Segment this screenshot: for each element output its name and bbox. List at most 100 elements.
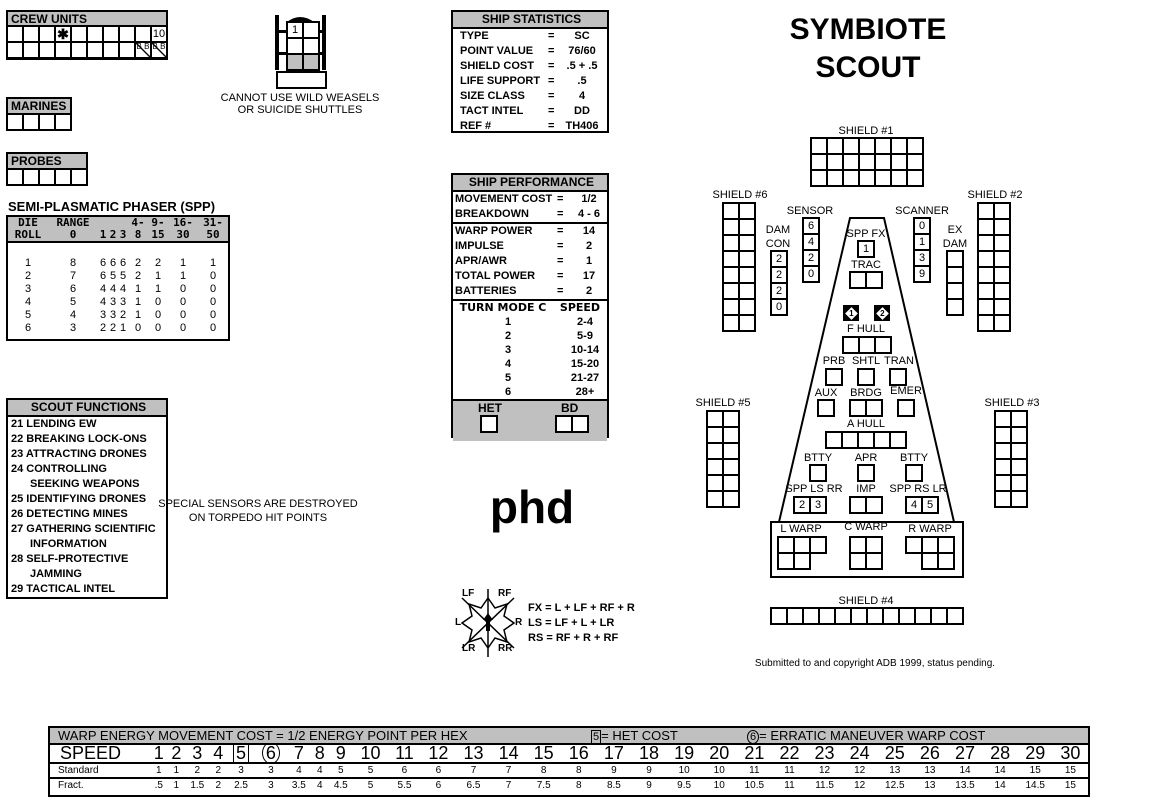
dam-con-box[interactable]: 0 [770,298,788,316]
dam-con-label: CON [765,238,791,250]
bridge-box[interactable] [865,399,883,417]
battery-box[interactable] [905,464,923,482]
probe-launcher-box[interactable] [825,368,843,386]
c-warp-box[interactable] [865,552,883,570]
scanner-box[interactable]: 9 [913,265,931,283]
spp-cell: 6 [109,256,117,269]
movement-cell-standard: 14 [947,762,983,778]
stat-row-label: LIFE SUPPORT [460,75,541,87]
probes-panel: PROBES [6,152,88,186]
spp-header-cell: 1 [99,228,107,241]
stat-row-value: .5 [577,75,587,87]
movement-cell-fract: 5.5 [388,777,421,792]
f-hull-box[interactable] [874,336,892,354]
spp-cell: 4 [109,282,117,295]
spp-ls-box[interactable]: 3 [809,496,827,514]
movement-cell-fract: 14 [982,777,1018,792]
movement-cell-standard: 1 [150,762,168,778]
movement-value: 28 [990,743,1011,763]
movement-value: 13.5 [955,780,975,791]
transporter-box[interactable] [889,368,907,386]
stat-row: SHIELD COST=.5 + .5 [460,59,607,74]
c-warp-label: C WARP [844,521,888,533]
movement-cell-fract: 4 [311,777,329,792]
emer-box[interactable] [897,399,915,417]
shuttle-system-box[interactable] [857,368,875,386]
spp-fx-box[interactable]: 1 [857,240,875,258]
tractor-label: TRAC [851,259,881,271]
probe-label: PRB [822,355,846,367]
movement-value: 15 [1064,780,1076,791]
movement-cell-standard: 2 [185,762,210,778]
crew-unit-box[interactable]: B B [150,41,168,59]
het-legend: = HET COST [601,728,678,743]
transporter [889,368,907,386]
shield-2-box[interactable] [993,314,1011,332]
spp-fx-label: SPP FX [846,228,886,240]
movement-row-value: 1/2 [581,193,597,205]
r-warp-box[interactable] [937,552,955,570]
stat-row-label: TYPE [460,30,489,42]
movement-value: 1.5 [190,780,205,791]
l-warp-box[interactable] [793,552,811,570]
shield-3-grid [994,410,1028,508]
movement-value: 15 [533,743,554,763]
movement-cell-fract: 12.5 [877,777,913,792]
sensor-box[interactable]: 0 [802,265,820,283]
movement-value: 26 [919,743,940,763]
scout-function-item: 25 IDENTIFYING DRONES [11,493,147,505]
movement-value: 29 [1025,743,1046,763]
a-hull-boxes [825,431,907,449]
movement-value: 25 [884,743,905,763]
movement-cell-fract: 12 [842,777,878,792]
bd-box[interactable] [571,415,589,433]
impulse-box[interactable] [865,496,883,514]
movement-value: 3 [268,780,274,791]
scout-function-item-cont: SEEKING WEAPONS [30,478,140,490]
movement-row-label: Standard [50,762,150,778]
aux-box[interactable] [817,399,835,417]
spp-ls-rr-label: SPP LS RR [785,483,843,495]
spp-header-cell: 31- [203,216,223,229]
shuttle-box[interactable] [302,53,320,71]
shuttle-label: SHTL [851,355,881,367]
movement-value: 2 [215,780,222,791]
marine-box[interactable] [54,113,72,131]
movement-cell-fract: 11.5 [807,777,843,792]
shield-3-box[interactable] [1010,490,1028,508]
spp-cell: 2 [24,269,32,282]
spp-rs-box[interactable]: 5 [921,496,939,514]
spp-header-cell: 3 [119,228,127,241]
spp-fx-weapon: 1 [857,240,875,258]
movement-row-label: SPEED [50,743,150,763]
arc-formula-fx: FX = L + LF + RF + R [528,602,635,614]
movement-value: 9.5 [677,780,692,791]
movement-row-eq: = [557,193,564,205]
ex-dam-label: DAM [942,238,968,250]
shield-2-label: SHIELD #2 [967,189,1023,201]
movement-value: 7.5 [536,780,551,791]
shield-6-box[interactable] [738,314,756,332]
movement-value: 15 [1029,765,1041,776]
movement-row-eq: = [557,208,564,220]
shield-5-box[interactable] [722,490,740,508]
battery-box[interactable] [809,464,827,482]
l-warp-box[interactable] [809,536,827,554]
shield-1-box[interactable] [906,169,924,187]
shield-4-box[interactable] [946,607,964,625]
a-hull-box[interactable] [889,431,907,449]
power-row-eq: = [557,285,564,297]
het-box[interactable] [480,415,498,433]
movement-cell-speed: 23 [807,743,843,763]
emergency-bridge [897,399,915,417]
probe-box[interactable] [70,168,88,186]
ex-dam-box[interactable] [946,298,964,316]
turn-mode-number: 4 [504,358,512,370]
tractor-box[interactable] [865,271,883,289]
apr-box[interactable] [857,464,875,482]
